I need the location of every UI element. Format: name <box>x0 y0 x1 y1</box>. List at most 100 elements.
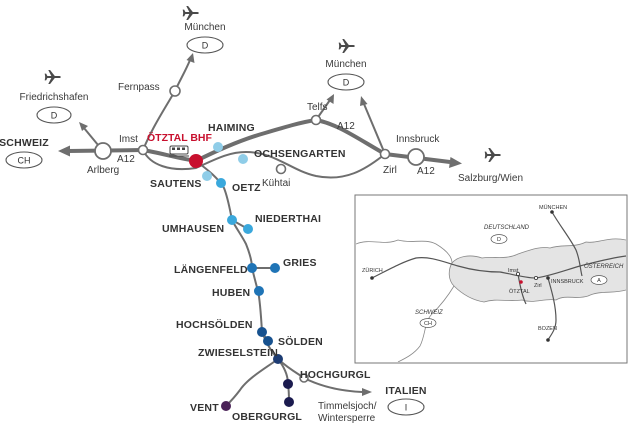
zwieselstein-label: ZWIESELSTEIN <box>198 347 278 359</box>
innsbruck-north-road <box>363 103 386 155</box>
place-labels: ÖTZTAL BHF HAIMING OCHSENGARTEN Kühtai S… <box>87 82 523 424</box>
gries-label: GRIES <box>283 257 317 269</box>
haiming-stop <box>213 142 223 152</box>
muenchen-right-label: München <box>325 59 366 70</box>
inset-road-west <box>371 257 537 279</box>
italien-label: ITALIEN <box>385 385 426 397</box>
zirl-label: Zirl <box>383 165 397 176</box>
inset-zuerich-point <box>370 276 374 280</box>
stops <box>189 142 294 411</box>
zirl-junction <box>379 148 391 160</box>
inset-it-border <box>453 285 626 303</box>
oetz-label: OETZ <box>232 182 261 194</box>
muenchen-top-code: D <box>202 41 209 51</box>
inset-oetztal-label: ÖTZTAL <box>509 288 530 295</box>
inset-road-muenchen <box>551 211 583 277</box>
laengenfeld-label: LÄNGENFELD <box>174 263 248 276</box>
inset-oesterreich-label: ÖSTERREICH <box>584 263 624 270</box>
soelden-stop <box>263 336 273 346</box>
obergurgl-stop <box>284 397 294 407</box>
telfs-label: Telfs <box>307 102 328 113</box>
a12-west-arrowhead <box>58 145 70 157</box>
inset-schweiz-code: CH <box>424 321 432 327</box>
hochsoelden-stop <box>257 327 267 337</box>
ochsengarten-stop <box>238 154 248 164</box>
innsbruck-label: Innsbruck <box>396 134 440 145</box>
innsbruck-junction <box>407 148 425 166</box>
destination-italien: ITALIEN I <box>385 385 427 416</box>
salzburg-wien-label: Salzburg/Wien <box>458 173 523 184</box>
inset-imst-point <box>516 271 521 276</box>
a12-east-label: A12 <box>417 166 435 177</box>
gries-stop <box>270 263 280 273</box>
niederthai-label: NIEDERTHAI <box>255 213 321 225</box>
muenchen-right-code: D <box>343 78 350 88</box>
inset-austria-area <box>449 238 626 302</box>
airplane-icon <box>182 6 199 20</box>
timmelsjoch-junction <box>299 373 309 383</box>
laengenfeld-stop <box>247 263 257 273</box>
inset-oesterreich-code: A <box>597 278 601 284</box>
kuehtai-junction <box>275 163 287 175</box>
destination-schweiz: SCHWEIZ CH <box>0 137 49 169</box>
huben-label: HUBEN <box>212 287 250 299</box>
inset-road-oetztal <box>517 273 527 305</box>
timmelsjoch-label: Timmelsjoch/ <box>318 401 377 412</box>
friedrichshafen-label: Friedrichshafen <box>20 92 89 103</box>
imst-label: Imst <box>119 134 138 145</box>
airplane-icon <box>44 70 61 84</box>
hochsoelden-label: HOCHSÖLDEN <box>176 318 253 331</box>
timmelsjoch-arrowhead <box>362 388 372 396</box>
muenchen-top-label: München <box>184 22 225 33</box>
arlberg-label: Arlberg <box>87 165 119 176</box>
inset-oetztal-point <box>519 280 523 284</box>
inset-bozen-point <box>546 338 550 342</box>
friedrichshafen-arrowhead <box>79 122 88 131</box>
hochgurgl-label: HOCHGURGL <box>300 369 371 381</box>
huben-stop <box>254 286 264 296</box>
inset-innsbruck-label: INNSBRUCK <box>551 279 584 285</box>
airplane-icon <box>338 39 355 53</box>
wintersperre-label: Wintersperre <box>318 413 376 424</box>
obergurgl-label: OBERGURGL <box>232 411 302 423</box>
vent-road <box>225 358 279 407</box>
destination-muenchen-top: München D <box>184 22 226 54</box>
hochgurgl-stop <box>283 379 293 389</box>
a12-mid-label: A12 <box>337 121 355 132</box>
a12-main-east-road <box>195 117 386 163</box>
friedrichshafen-code: D <box>51 111 58 121</box>
innsbruck-north-arrowhead <box>360 96 368 106</box>
inset-de-border <box>356 238 626 265</box>
niederthai-stop <box>243 224 253 234</box>
zwieselstein-stop <box>273 354 283 364</box>
station-stop <box>189 154 203 168</box>
station-label: ÖTZTAL BHF <box>147 131 213 144</box>
telfs-arrowhead <box>326 94 334 104</box>
inset-zirl-point <box>534 275 539 280</box>
fernpass-arrowhead <box>186 53 195 63</box>
inset-zuerich-label: ZÜRICH <box>362 267 383 274</box>
inset-deutschland-code: D <box>497 237 501 243</box>
inset-zirl-label: Zirl <box>534 283 542 289</box>
inset-muenchen-label: MÜNCHEN <box>539 204 567 211</box>
inset-schweiz-label: SCHWEIZ <box>415 310 443 316</box>
inset-ch-border <box>397 262 455 362</box>
telfs-junction <box>310 114 322 126</box>
train-icon <box>169 145 189 157</box>
arlberg-junction <box>94 142 112 160</box>
oetz-stop <box>216 178 226 188</box>
a12-east-arrowhead <box>449 157 462 168</box>
sautens-stop <box>202 171 212 181</box>
inset-road-bozen <box>547 277 557 341</box>
umhausen-label: UMHAUSEN <box>162 223 224 235</box>
destination-muenchen-right: München D <box>325 59 367 91</box>
inset-deutschland-label: DEUTSCHLAND <box>484 225 530 231</box>
inset-bozen-label: BOZEN <box>538 326 557 332</box>
schweiz-label: SCHWEIZ <box>0 137 49 149</box>
haiming-label: HAIMING <box>208 122 255 134</box>
inset-map: DEUTSCHLAND D ÖSTERREICH A SCHWEIZ CH MÜ… <box>354 194 628 364</box>
destination-friedrichshafen: Friedrichshafen D <box>20 92 89 124</box>
a12-west-label: A12 <box>117 154 135 165</box>
vent-label: VENT <box>190 402 219 414</box>
